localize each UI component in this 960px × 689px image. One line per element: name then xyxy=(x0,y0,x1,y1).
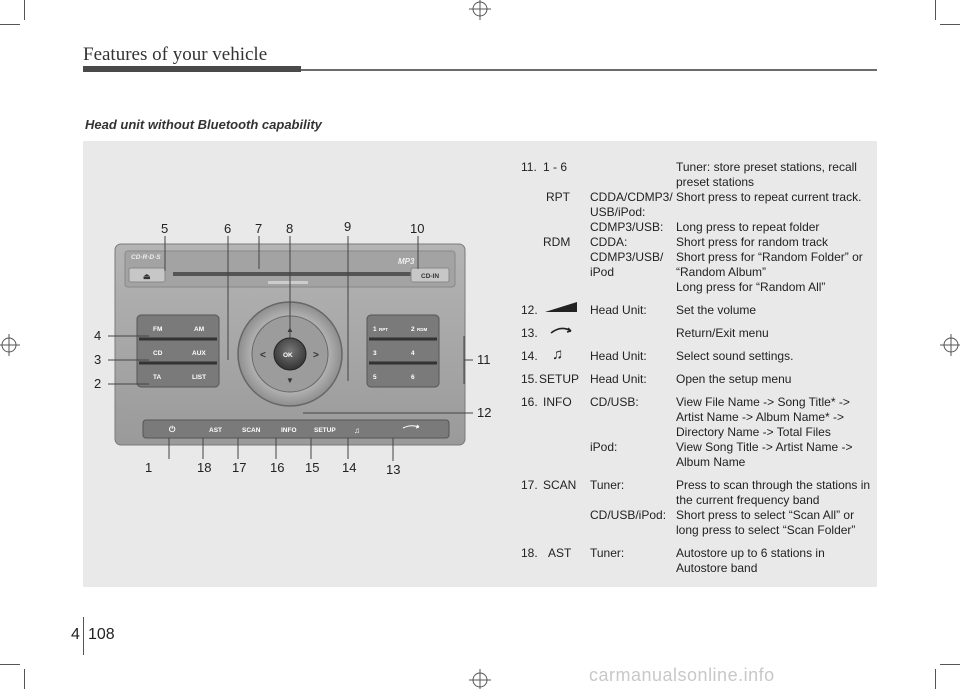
crop-mark xyxy=(0,664,20,665)
setup-button: SETUP xyxy=(314,427,336,434)
desc-item-12: 12. Head Unit: Set the volume xyxy=(521,300,873,318)
callout-11: 11 xyxy=(477,352,491,367)
callout-9: 9 xyxy=(344,219,351,234)
aux-button: AUX xyxy=(192,350,206,357)
cd-slot xyxy=(173,272,413,276)
chapter-number: 4 xyxy=(71,626,80,643)
registration-mark-right xyxy=(940,334,960,356)
callout-1: 1 xyxy=(145,460,152,475)
callout-5: 5 xyxy=(161,221,168,236)
preset-5-button: 5 xyxy=(373,374,377,381)
crop-mark xyxy=(940,664,960,665)
callout-13: 13 xyxy=(386,462,400,477)
registration-mark-top xyxy=(469,0,491,20)
right-arrow-icon: > xyxy=(313,350,319,361)
callout-14: 14 xyxy=(342,460,356,475)
head-unit-illustration: CD·R·D·S MP3 ⏏ CD-IN FM AM CD AUX TA LIS… xyxy=(94,219,491,477)
button-descriptions: 11. 1 - 6 Tuner: store preset stations, … xyxy=(521,160,873,576)
eject-button xyxy=(128,267,166,283)
crop-mark xyxy=(935,669,936,689)
fm-button: FM xyxy=(153,326,162,333)
return-icon xyxy=(402,424,420,429)
cd-in-label: CD-IN xyxy=(421,273,439,280)
preset-2-button: 2 xyxy=(411,326,415,333)
watermark: carmanualsonline.info xyxy=(589,665,775,685)
callout-10: 10 xyxy=(410,221,424,236)
eject-icon: ⏏ xyxy=(143,272,151,281)
crop-mark xyxy=(0,24,20,25)
desc-item-18: 18. AST Tuner: Autostore up to 6 station… xyxy=(521,546,825,560)
desc-item-17: 17. SCAN Tuner: Press to scan through th… xyxy=(521,478,871,492)
preset-1-button: 1 xyxy=(373,326,377,333)
registration-mark-left xyxy=(0,334,20,356)
down-arrow-icon: ▼ xyxy=(286,376,294,385)
crop-mark xyxy=(24,0,25,20)
source-keypad xyxy=(136,314,220,388)
crop-mark xyxy=(940,24,960,25)
preset-keypad xyxy=(366,314,440,388)
rpt-label: RPT xyxy=(379,327,388,332)
crop-mark xyxy=(24,669,25,689)
sound-icon: ♫ xyxy=(552,346,564,363)
ok-label: OK xyxy=(283,352,293,359)
callout-17: 17 xyxy=(232,460,246,475)
am-button: AM xyxy=(194,326,204,333)
callout-12: 12 xyxy=(477,405,491,420)
ast-button: AST xyxy=(209,427,222,434)
callout-8: 8 xyxy=(286,221,293,236)
page-number: 108 xyxy=(88,626,115,643)
left-arrow-icon: < xyxy=(260,350,266,361)
scan-button: SCAN xyxy=(242,427,261,434)
callout-4: 4 xyxy=(94,328,101,343)
preset-3-button: 3 xyxy=(373,350,377,357)
power-icon: ⏻ xyxy=(169,425,176,434)
return-icon xyxy=(549,323,573,341)
callout-3: 3 xyxy=(94,352,101,367)
preset-6-button: 6 xyxy=(411,374,415,381)
footer-divider xyxy=(83,617,84,655)
volume-icon xyxy=(543,300,579,318)
desc-item-13: 13. Return/Exit menu xyxy=(521,326,873,341)
desc-rdm: RDM CDDA: Short press for random track xyxy=(543,235,829,249)
registration-mark-bottom xyxy=(469,669,491,689)
section-title: Head unit without Bluetooth capability xyxy=(85,117,322,132)
mp3-logo: MP3 xyxy=(398,257,415,266)
callout-7: 7 xyxy=(255,221,262,236)
brand-logo: CD·R·D·S xyxy=(131,254,161,261)
crop-mark xyxy=(935,0,936,20)
desc-item-16: 16. INFO CD/USB: View File Name -> Song … xyxy=(521,395,850,409)
desc-rpt: RPT CDDA/CDMP3/ Short press to repeat cu… xyxy=(546,190,862,204)
header-bar xyxy=(83,66,301,72)
header-rule xyxy=(301,69,877,71)
ta-button: TA xyxy=(153,374,161,381)
bottom-button-row xyxy=(142,419,450,439)
page-header-title: Features of your vehicle xyxy=(83,44,268,65)
rdm-label: RDM xyxy=(417,327,427,332)
callout-16: 16 xyxy=(270,460,284,475)
cd-button: CD xyxy=(153,350,163,357)
info-button: INFO xyxy=(281,427,297,434)
desc-item-14: 14. ♫ Head Unit: Select sound settings. xyxy=(521,346,794,363)
desc-item-15: 15. SETUP Head Unit: Open the setup menu xyxy=(521,372,792,386)
sound-icon: ♫ xyxy=(354,426,360,435)
callout-18: 18 xyxy=(197,460,211,475)
callout-6: 6 xyxy=(224,221,231,236)
callout-15: 15 xyxy=(305,460,319,475)
callout-2: 2 xyxy=(94,376,101,391)
desc-item-11: 11. 1 - 6 Tuner: store preset stations, … xyxy=(521,160,857,174)
preset-4-button: 4 xyxy=(411,350,415,357)
list-button: LIST xyxy=(192,374,206,381)
